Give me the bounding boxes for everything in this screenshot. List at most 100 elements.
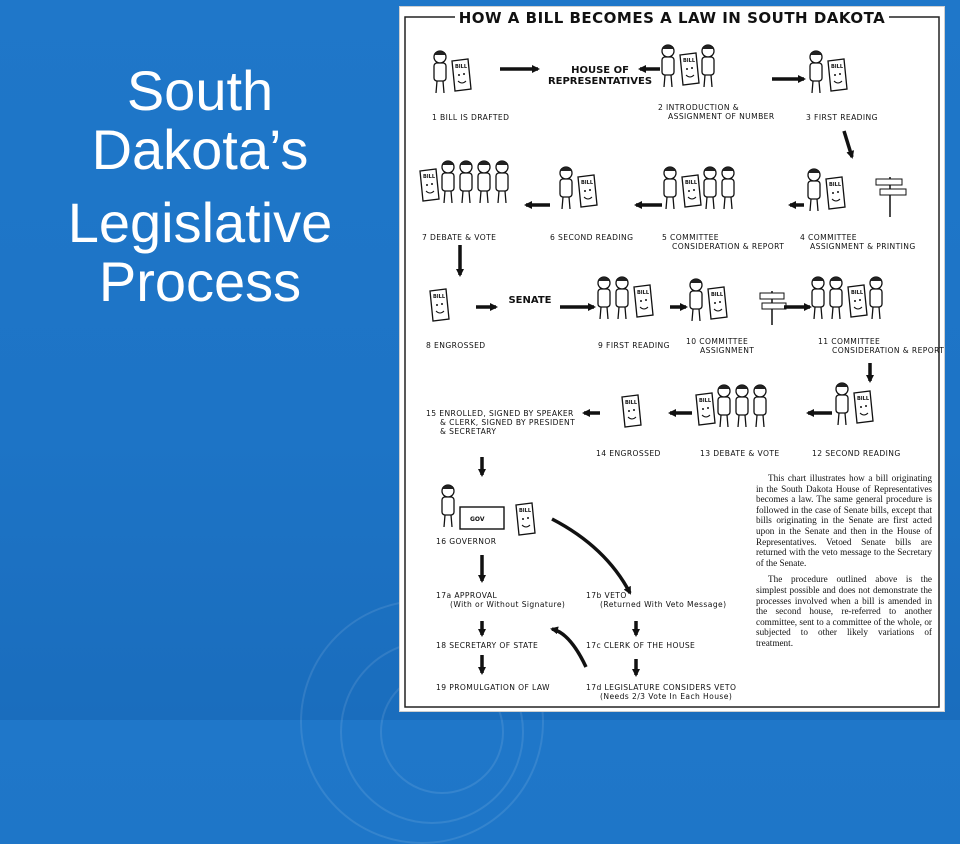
figure-step-1: BILL xyxy=(433,50,472,94)
step-label-line: 17b VETO xyxy=(586,591,627,600)
governor-desk-figure: GOV BILL xyxy=(441,484,536,536)
step-label-line: CONSIDERATION & REPORT xyxy=(672,242,785,251)
bill-sheet-text: BILL xyxy=(685,180,698,186)
bill-sheet-text: BILL xyxy=(683,58,696,64)
figure-step-6: BILL xyxy=(559,166,598,210)
figure-step-14: BILL xyxy=(621,394,642,428)
step-label-line: 17d LEGISLATURE CONSIDERS VETO xyxy=(586,683,737,692)
step-label-line: (With or Without Signature) xyxy=(450,600,566,609)
step-label-line: ASSIGNMENT & PRINTING xyxy=(810,242,916,251)
slide-title: South Dakota’s Legislative Process xyxy=(20,62,380,312)
step-label-line: ASSIGNMENT xyxy=(700,346,755,355)
explanatory-note: This chart illustrates how a bill origin… xyxy=(756,473,932,655)
step-label-8: 8 ENGROSSED xyxy=(426,341,486,350)
step-label-line: (Returned With Veto Message) xyxy=(600,600,727,609)
step-label-line: 11 COMMITTEE xyxy=(818,337,881,346)
step-label-line: ASSIGNMENT OF NUMBER xyxy=(668,112,775,121)
figure-step-10: BILL xyxy=(689,278,728,322)
bill-sheet-text: BILL xyxy=(519,508,532,514)
figure-step-9: BILL xyxy=(597,276,654,320)
senate-label: SENATE xyxy=(508,295,552,306)
step-label-line: & CLERK, SIGNED BY PRESIDENT xyxy=(440,418,576,427)
flow-arrow-veto xyxy=(551,517,632,595)
step-label-15: 15 ENROLLED, SIGNED BY SPEAKER& CLERK, S… xyxy=(426,409,575,436)
flowchart-panel: BILL BILL BILL BILL BILL BILL BILL BILL BILL BILL… xyxy=(399,6,945,712)
bill-sheet-text: BILL xyxy=(851,290,864,296)
note-paragraph: The procedure outlined above is the simp… xyxy=(756,574,932,648)
step-label-line: 4 COMMITTEE xyxy=(800,233,858,242)
title-line: Dakota’s xyxy=(91,118,309,182)
step-label-line: 5 COMMITTEE xyxy=(662,233,720,242)
bill-sheet-text: BILL xyxy=(625,400,638,406)
bill-sheet-text: BILL xyxy=(581,180,594,186)
step-label-line: 1 BILL IS DRAFTED xyxy=(432,113,510,122)
step-label-line: 10 COMMITTEE xyxy=(686,337,749,346)
bill-sheet-text: BILL xyxy=(829,182,842,188)
bill-sheet-text: BILL xyxy=(711,292,724,298)
step-label-line: 17c CLERK OF THE HOUSE xyxy=(586,641,696,650)
step-label-14: 14 ENGROSSED xyxy=(596,449,661,458)
bill-sheet-text: BILL xyxy=(831,64,844,70)
bill-sheet-text: BILL xyxy=(637,290,650,296)
figure-step-11: BILL xyxy=(811,276,883,320)
figure-step-13: BILL xyxy=(695,384,767,428)
step-label-line: & SECRETARY xyxy=(440,427,497,436)
step-label-19: 19 PROMULGATION OF LAW xyxy=(436,683,550,692)
bill-sheet-text: BILL xyxy=(455,64,468,70)
chart-title: HOW A BILL BECOMES A LAW IN SOUTH DAKOTA xyxy=(400,9,944,27)
step-label-3: 3 FIRST READING xyxy=(806,113,878,122)
flowchart-graphic: BILL BILL BILL BILL BILL BILL BILL BILL BILL BILL… xyxy=(404,16,940,708)
note-paragraph: This chart illustrates how a bill origin… xyxy=(756,473,932,568)
step-label-line: 12 SECOND READING xyxy=(812,449,901,458)
step-label-line: 8 ENGROSSED xyxy=(426,341,486,350)
step-label-2: 2 INTRODUCTION &ASSIGNMENT OF NUMBER xyxy=(658,103,775,121)
step-label-line: 13 DEBATE & VOTE xyxy=(700,449,780,458)
step-label-7: 7 DEBATE & VOTE xyxy=(422,233,496,242)
step-label-16: 16 GOVERNOR xyxy=(436,537,496,546)
step-label-13: 13 DEBATE & VOTE xyxy=(700,449,780,458)
house-label: HOUSE OF REPRESENTATIVES xyxy=(540,65,660,87)
step-label-9: 9 FIRST READING xyxy=(598,341,670,350)
step-label-17c: 17c CLERK OF THE HOUSE xyxy=(586,641,695,650)
step-label-17a: 17a APPROVAL(With or Without Signature) xyxy=(436,591,565,609)
step-label-18: 18 SECRETARY OF STATE xyxy=(436,641,538,650)
step-label-line: (Needs 2/3 Vote In Each House) xyxy=(600,692,733,701)
title-line: Process xyxy=(98,250,302,314)
figure-step-3: BILL xyxy=(809,50,848,94)
figure-step-4: BILL xyxy=(807,168,846,212)
step-label-line: 6 SECOND READING xyxy=(550,233,634,242)
step-label-17d: 17d LEGISLATURE CONSIDERS VETO(Needs 2/3… xyxy=(586,683,736,701)
governor-desk-text: GOV xyxy=(470,516,485,523)
figure-step-7: BILL xyxy=(419,160,509,204)
house-label-line: HOUSE OF xyxy=(571,65,629,76)
figure-step-12: BILL xyxy=(835,382,874,426)
step-label-line: CONSIDERATION & REPORT xyxy=(832,346,945,355)
step-label-1: 1 BILL IS DRAFTED xyxy=(432,113,509,122)
step-label-line: 15 ENROLLED, SIGNED BY SPEAKER xyxy=(426,409,574,418)
step-label-line: 16 GOVERNOR xyxy=(436,537,497,546)
bill-sheet-text: BILL xyxy=(857,396,870,402)
step-label-17b: 17b VETO(Returned With Veto Message) xyxy=(586,591,726,609)
house-label-line: REPRESENTATIVES xyxy=(547,76,653,87)
bill-sheet-text: BILL xyxy=(699,398,712,404)
title-line: South xyxy=(126,59,274,122)
step-label-line: 19 PROMULGATION OF LAW xyxy=(436,683,550,692)
step-label-line: 2 INTRODUCTION & xyxy=(658,103,740,112)
signpost-icon xyxy=(875,177,907,217)
step-label-6: 6 SECOND READING xyxy=(550,233,633,242)
chart-title-text: HOW A BILL BECOMES A LAW IN SOUTH DAKOTA xyxy=(454,9,890,27)
figure-step-8: BILL xyxy=(429,288,450,322)
flow-arrow xyxy=(842,130,855,159)
step-label-line: 14 ENGROSSED xyxy=(596,449,661,458)
figure-step-5: BILL xyxy=(663,166,735,210)
step-label-line: 9 FIRST READING xyxy=(598,341,670,350)
step-label-line: 3 FIRST READING xyxy=(806,113,878,122)
step-label-line: 7 DEBATE & VOTE xyxy=(422,233,497,242)
step-label-line: 17a APPROVAL xyxy=(436,591,498,600)
bill-sheet-text: BILL xyxy=(433,294,446,300)
step-label-12: 12 SECOND READING xyxy=(812,449,901,458)
